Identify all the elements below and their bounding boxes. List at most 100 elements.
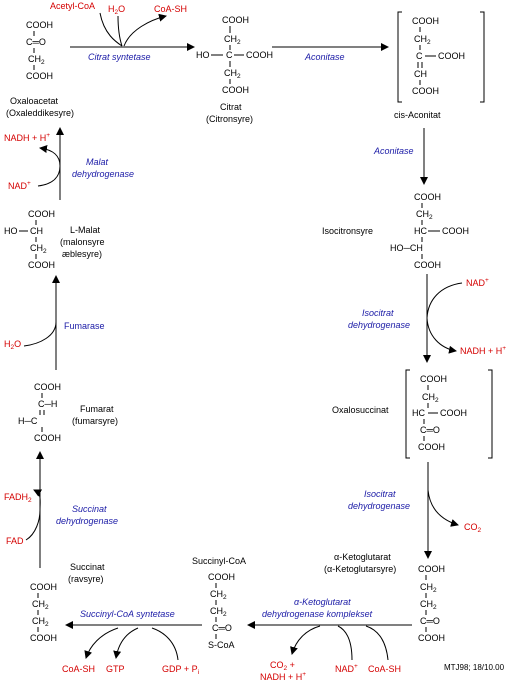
gtp-curve — [113, 627, 139, 659]
svg-text:HC: HC — [414, 226, 427, 236]
nad-3-cofactor: NAD+ — [8, 180, 31, 191]
svg-text:HC: HC — [412, 408, 425, 418]
svg-text:COOH: COOH — [418, 564, 445, 574]
succinat-structure: COOH CH2 CH2 COOH — [30, 582, 57, 643]
fad-fadh2-curve — [25, 489, 43, 541]
svg-text:COOH: COOH — [222, 15, 249, 25]
svg-text:COOH: COOH — [412, 86, 439, 96]
svg-text:S-CoA: S-CoA — [208, 640, 235, 650]
acetyl-coa-curve — [99, 12, 123, 47]
svg-text:HO: HO — [4, 226, 18, 236]
oxaloacetat-cooh-top: COOH — [26, 20, 53, 30]
svg-text:COOH: COOH — [420, 374, 447, 384]
ketoglutarat-label: α-Ketoglutarat — [334, 552, 391, 562]
svg-text:COOH: COOH — [34, 382, 61, 392]
nadh-2-cofactor: NADH + H+ — [260, 671, 306, 682]
h2o-top-cofactor: H2O — [108, 4, 125, 16]
svg-text:H─C: H─C — [18, 416, 38, 426]
succinyl-coa-label: Succinyl-CoA — [192, 556, 246, 566]
svg-text:CH2: CH2 — [422, 392, 439, 404]
isocitrat-dh-1-enzyme: Isocitrat — [362, 308, 394, 318]
svg-text:C: C — [226, 50, 233, 60]
svg-text:COOH: COOH — [208, 572, 235, 582]
aconitase-enzyme-1: Aconitase — [304, 52, 345, 62]
nadh-3-cofactor: NADH + H+ — [4, 132, 50, 143]
svg-text:COOH: COOH — [412, 16, 439, 26]
malat-label-alt-2: æblesyre) — [62, 249, 102, 259]
fad-cofactor: FAD — [6, 536, 24, 546]
h2o-left-curve — [23, 321, 57, 347]
svg-text:HO: HO — [196, 50, 210, 60]
coa-sh-curve — [123, 13, 167, 47]
oxaloacetat-co: C═O — [26, 37, 46, 47]
coa-sh-3-cofactor: CoA-SH — [62, 664, 95, 674]
succinat-label-alt: (ravsyre) — [68, 574, 104, 584]
co2-1-curve — [427, 489, 459, 527]
oxaloacetat-label: Oxaloacetat — [10, 96, 59, 106]
svg-text:COOH: COOH — [30, 633, 57, 643]
svg-text:COOH: COOH — [442, 226, 469, 236]
co2-1-cofactor: CO2 — [464, 522, 482, 534]
nad-nadh-curve-3 — [37, 145, 61, 187]
svg-text:CH: CH — [414, 69, 427, 79]
coa-sh-top-cofactor: CoA-SH — [154, 4, 187, 14]
fumarat-label-alt: (fumarsyre) — [72, 416, 118, 426]
svg-text:C: C — [416, 51, 423, 61]
fumarat-structure: COOH C─H H─C COOH — [18, 382, 61, 443]
oxaloacetat-cooh-bottom: COOH — [26, 71, 53, 81]
svg-text:CH2: CH2 — [414, 34, 431, 46]
svg-text:CH2: CH2 — [210, 589, 227, 601]
svg-text:CH2: CH2 — [416, 209, 433, 221]
nad-nadh-curve-1 — [426, 282, 463, 354]
acetyl-coa-cofactor: Acetyl-CoA — [50, 1, 95, 11]
svg-text:COOH: COOH — [246, 50, 273, 60]
svg-text:COOH: COOH — [440, 408, 467, 418]
oxalosuccinat-label: Oxalosuccinat — [332, 405, 389, 415]
svg-text:COOH: COOH — [30, 582, 57, 592]
malat-dh-enzyme: Malat — [86, 157, 109, 167]
nad-2-curve — [337, 625, 353, 661]
succinyl-coa-syntetase-enzyme: Succinyl-CoA syntetase — [80, 609, 175, 619]
cis-aconitat-label: cis-Aconitat — [394, 110, 441, 120]
succinat-label: Succinat — [70, 562, 105, 572]
isocitrat-dh-2-enzyme-l2: dehydrogenase — [348, 501, 410, 511]
svg-text:CH2: CH2 — [32, 616, 49, 628]
gdp-cofactor: GDP + Pi — [162, 664, 199, 676]
succinyl-coa-structure: COOH CH2 CH2 C═O S-CoA — [208, 572, 235, 650]
coa-sh-2-curve — [365, 625, 389, 661]
succinat-dh-enzyme: Succinat — [72, 504, 107, 514]
svg-text:HO─CH: HO─CH — [390, 243, 423, 253]
ketoglutarat-dh-enzyme: α-Ketoglutarat — [294, 597, 351, 607]
svg-text:CH2: CH2 — [210, 606, 227, 618]
svg-text:COOH: COOH — [28, 209, 55, 219]
citrat-syntetase-enzyme: Citrat syntetase — [88, 52, 151, 62]
isocitronsyre-structure: COOH CH2 HC COOH HO─CH COOH — [390, 192, 469, 270]
oxaloacetat-structure: COOH C═O CH2 COOH — [26, 20, 53, 81]
co2-nadh-2-curve — [290, 625, 321, 655]
svg-text:C═O: C═O — [420, 425, 440, 435]
h2o-left-cofactor: H2O — [4, 339, 21, 351]
oxalosuccinat-structure: COOH CH2 HC COOH C═O COOH — [405, 369, 493, 459]
svg-text:COOH: COOH — [28, 260, 55, 270]
oxaloacetat-ch2: CH2 — [28, 54, 45, 66]
citrat-structure: COOH CH2 HO C COOH CH2 COOH — [196, 15, 273, 95]
gdp-curve — [151, 627, 179, 661]
ketoglutarat-label-alt: (α-Ketoglutarsyre) — [324, 564, 396, 574]
svg-text:CH2: CH2 — [32, 599, 49, 611]
malat-dh-enzyme-l2: dehydrogenase — [72, 169, 134, 179]
svg-text:CH2: CH2 — [224, 68, 241, 80]
isocitrat-dh-2-enzyme: Isocitrat — [364, 489, 396, 499]
credit-text: MTJ98; 18/10.00 — [444, 663, 505, 672]
aconitase-enzyme-2: Aconitase — [373, 146, 414, 156]
svg-text:C═O: C═O — [420, 616, 440, 626]
svg-text:COOH: COOH — [438, 51, 465, 61]
nadh-1-cofactor: NADH + H+ — [460, 345, 506, 356]
nad-2-cofactor: NAD+ — [335, 663, 358, 674]
malat-structure: COOH HO CH CH2 COOH — [4, 209, 55, 270]
h2o-curve — [117, 15, 123, 47]
oxaloacetat-label-alt: (Oxaleddikesyre) — [6, 108, 74, 118]
co2-2-cofactor: CO2 + — [270, 660, 295, 672]
svg-text:COOH: COOH — [414, 260, 441, 270]
fumarase-enzyme: Fumarase — [64, 321, 105, 331]
